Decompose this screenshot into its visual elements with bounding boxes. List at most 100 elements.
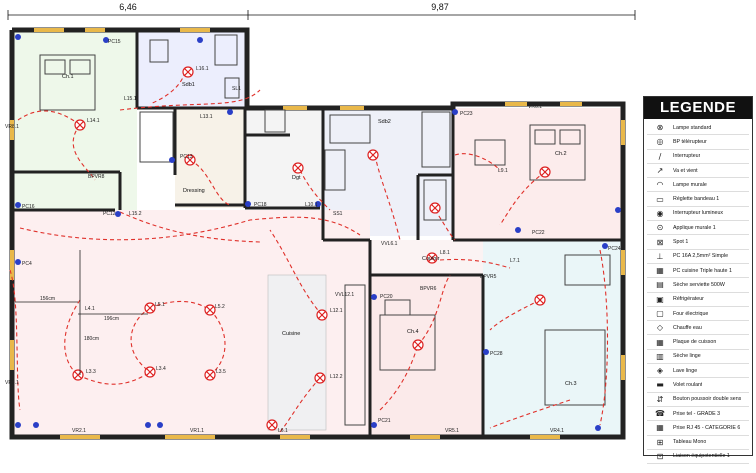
legend-item: ▬ Volet roulant: [647, 378, 749, 393]
label-l122: L12.2: [330, 374, 343, 380]
label-l52: L5.2: [215, 304, 225, 310]
lamp-living-1: [144, 302, 156, 314]
label-l161: L16.1: [196, 66, 209, 72]
legend-item: ⊠Spot 1: [647, 235, 749, 250]
legend-symbol-icon: ◎: [656, 137, 664, 147]
legend-symbol-icon: ▢: [656, 309, 664, 318]
legend-symbol-icon: ▣: [656, 294, 664, 304]
label-bpvr6: BPVR6: [420, 286, 437, 292]
legend-item: ⇵ Bouton poussoir double sens: [647, 393, 749, 407]
legend-symbol-icon: ⊡: [656, 451, 664, 461]
legend-item: ▦ PC cuisine Triple haute 1: [647, 264, 749, 279]
legend-item-label: Va et vient: [673, 167, 698, 174]
legend-item: ⊞Tableau Mono: [647, 436, 749, 450]
legend-symbol-icon: ▥: [656, 351, 664, 361]
dimension-line: 6,46 9,87: [7, 2, 636, 20]
lamp-sdb2: [367, 149, 379, 161]
lamp-wc: [429, 202, 441, 214]
legend-item-label: Interrupteur: [673, 153, 701, 160]
lamp-living-5: [204, 369, 216, 381]
label-vr81: VR8.1: [5, 124, 19, 130]
label-l141: L14.1: [87, 118, 100, 124]
legend-item: ◈Lave linge: [647, 364, 749, 379]
legend-symbol-icon: ⊠: [656, 237, 664, 247]
windows: [10, 28, 625, 439]
legend-item: ▣Réfrigérateur: [647, 293, 749, 307]
legend-item: ⊗Lampe standard: [647, 121, 749, 136]
label-pc13: PC13: [180, 154, 193, 160]
lamp-dressing: [184, 154, 196, 166]
legend-item-label: PC cuisine Triple haute 1: [673, 267, 732, 274]
label-l41: L4.1: [85, 306, 95, 312]
label-l61: L6.1: [278, 428, 288, 434]
legend-item: ↗ Va et vient: [647, 164, 749, 179]
label-vvl121: VVL12.1: [335, 292, 354, 298]
room-cuisine: Cuisine: [282, 331, 300, 337]
label-l51: L5.1: [155, 302, 165, 308]
legend-item-label: Chauffe eau: [673, 324, 702, 331]
legend-item-label: BP télérupteur: [673, 138, 707, 145]
legend-item-label: Lampe standard: [673, 124, 712, 131]
interior-walls: [12, 30, 623, 437]
room-labels: Ch.1 Sdb1 Dressing Dgt Sdb2 Ch.2 Couloir…: [62, 74, 577, 387]
measure-2: 196cm: [104, 316, 119, 322]
label-pc16: PC16: [22, 204, 35, 210]
legend-item-label: Interrupteur lumineux: [673, 210, 724, 217]
legend-symbol-icon: ▬: [656, 380, 664, 390]
legend-item-label: Lampe murale: [673, 181, 707, 188]
label-pc15: PC15: [108, 39, 121, 45]
lamp-living-2: [204, 304, 216, 316]
label-pc4: PC4: [22, 261, 32, 267]
legend-item-label: Prise RJ 45 - CATEGORIE 6: [673, 424, 741, 431]
room-couloir: Couloir: [422, 256, 440, 262]
furniture: [39, 34, 611, 426]
room-sdb2: Sdb2: [378, 119, 391, 125]
label-l34: L3.4: [156, 366, 166, 372]
legend-item: ◇Chauffe eau: [647, 321, 749, 336]
label-pc21: PC21: [378, 418, 391, 424]
measures: 156cm 196cm 180cm: [15, 250, 148, 375]
label-l33: L3.3: [86, 369, 96, 375]
label-l71: L7.1: [510, 258, 520, 264]
legend-item-label: Prise tel - GRADE 3: [673, 410, 721, 417]
label-pc18: PC18: [254, 202, 267, 208]
sockets: [15, 34, 621, 431]
label-sl1: SL1: [232, 86, 241, 92]
dimension-left: 6,46: [119, 2, 137, 12]
label-pc22: PC22: [532, 230, 545, 236]
legend-symbol-icon: ▦: [656, 337, 664, 347]
legend-symbol-icon: ⇵: [656, 394, 664, 404]
lamp-living-4: [144, 366, 156, 378]
legend-symbol-icon: ▦: [656, 266, 664, 276]
room-ch1: Ch.1: [62, 74, 74, 80]
lamp-kitchen-2: [314, 372, 326, 384]
legend-item-label: PC 16A 2,5mm² Simple: [673, 253, 729, 260]
room-dgt: Dgt: [292, 175, 301, 181]
label-l151: L15.1: [124, 96, 137, 102]
dimension-right: 9,87: [431, 2, 449, 12]
label-pc12: PC12: [103, 211, 116, 217]
legend-symbol-icon: ↗: [656, 166, 664, 176]
label-vr51: VR5.1: [445, 428, 459, 434]
measure-3: 180cm: [84, 336, 99, 342]
legend-item-label: Applique murale 1: [673, 224, 716, 231]
label-vr41: VR4.1: [550, 428, 564, 434]
lamp-dgt: [292, 162, 304, 174]
legend-item-label: Bouton poussoir double sens: [673, 396, 742, 403]
label-l91: L9.1: [498, 168, 508, 174]
legend-item-label: Tableau Mono: [673, 439, 707, 446]
label-vr31: VR3.1: [5, 380, 19, 386]
legend-item-label: Volet roulant: [673, 381, 703, 388]
legend-symbol-icon: ▤: [656, 280, 664, 290]
measure-1: 156cm: [40, 296, 55, 302]
label-l121: L12.1: [330, 308, 343, 314]
legend-item: ▥Sèche linge: [647, 350, 749, 365]
legend-item-label: Plaque de cuisson: [673, 339, 717, 346]
legend-item: ∕Interrupteur: [647, 150, 749, 164]
room-ch2: Ch.2: [555, 151, 567, 157]
label-l35: L3.5: [216, 369, 226, 375]
circuit-labels: PC15 L16.1 SL1 VR8.1 L14.1 PC16 BPVR8 L1…: [5, 39, 621, 434]
legend-item: ◉Interrupteur lumineux: [647, 207, 749, 222]
label-vr11: VR1.1: [190, 428, 204, 434]
